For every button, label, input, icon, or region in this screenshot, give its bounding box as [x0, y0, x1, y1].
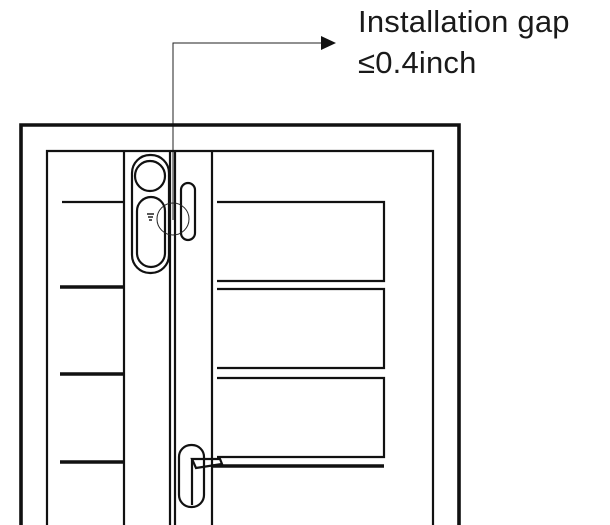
left-door-panels	[60, 200, 124, 464]
gap-highlight-circle	[156, 202, 190, 236]
right-door-panels	[212, 200, 386, 468]
sensor-main-unit	[130, 153, 171, 275]
sensor-magnet-unit	[179, 181, 197, 242]
sensor-indicator-icon	[147, 213, 154, 221]
installation-gap-value: ≤0.4inch	[358, 45, 477, 80]
callout-arrow	[172, 36, 336, 220]
door-handle	[177, 443, 224, 509]
installation-gap-title: Installation gap	[358, 4, 570, 39]
door-frame	[19, 123, 461, 525]
